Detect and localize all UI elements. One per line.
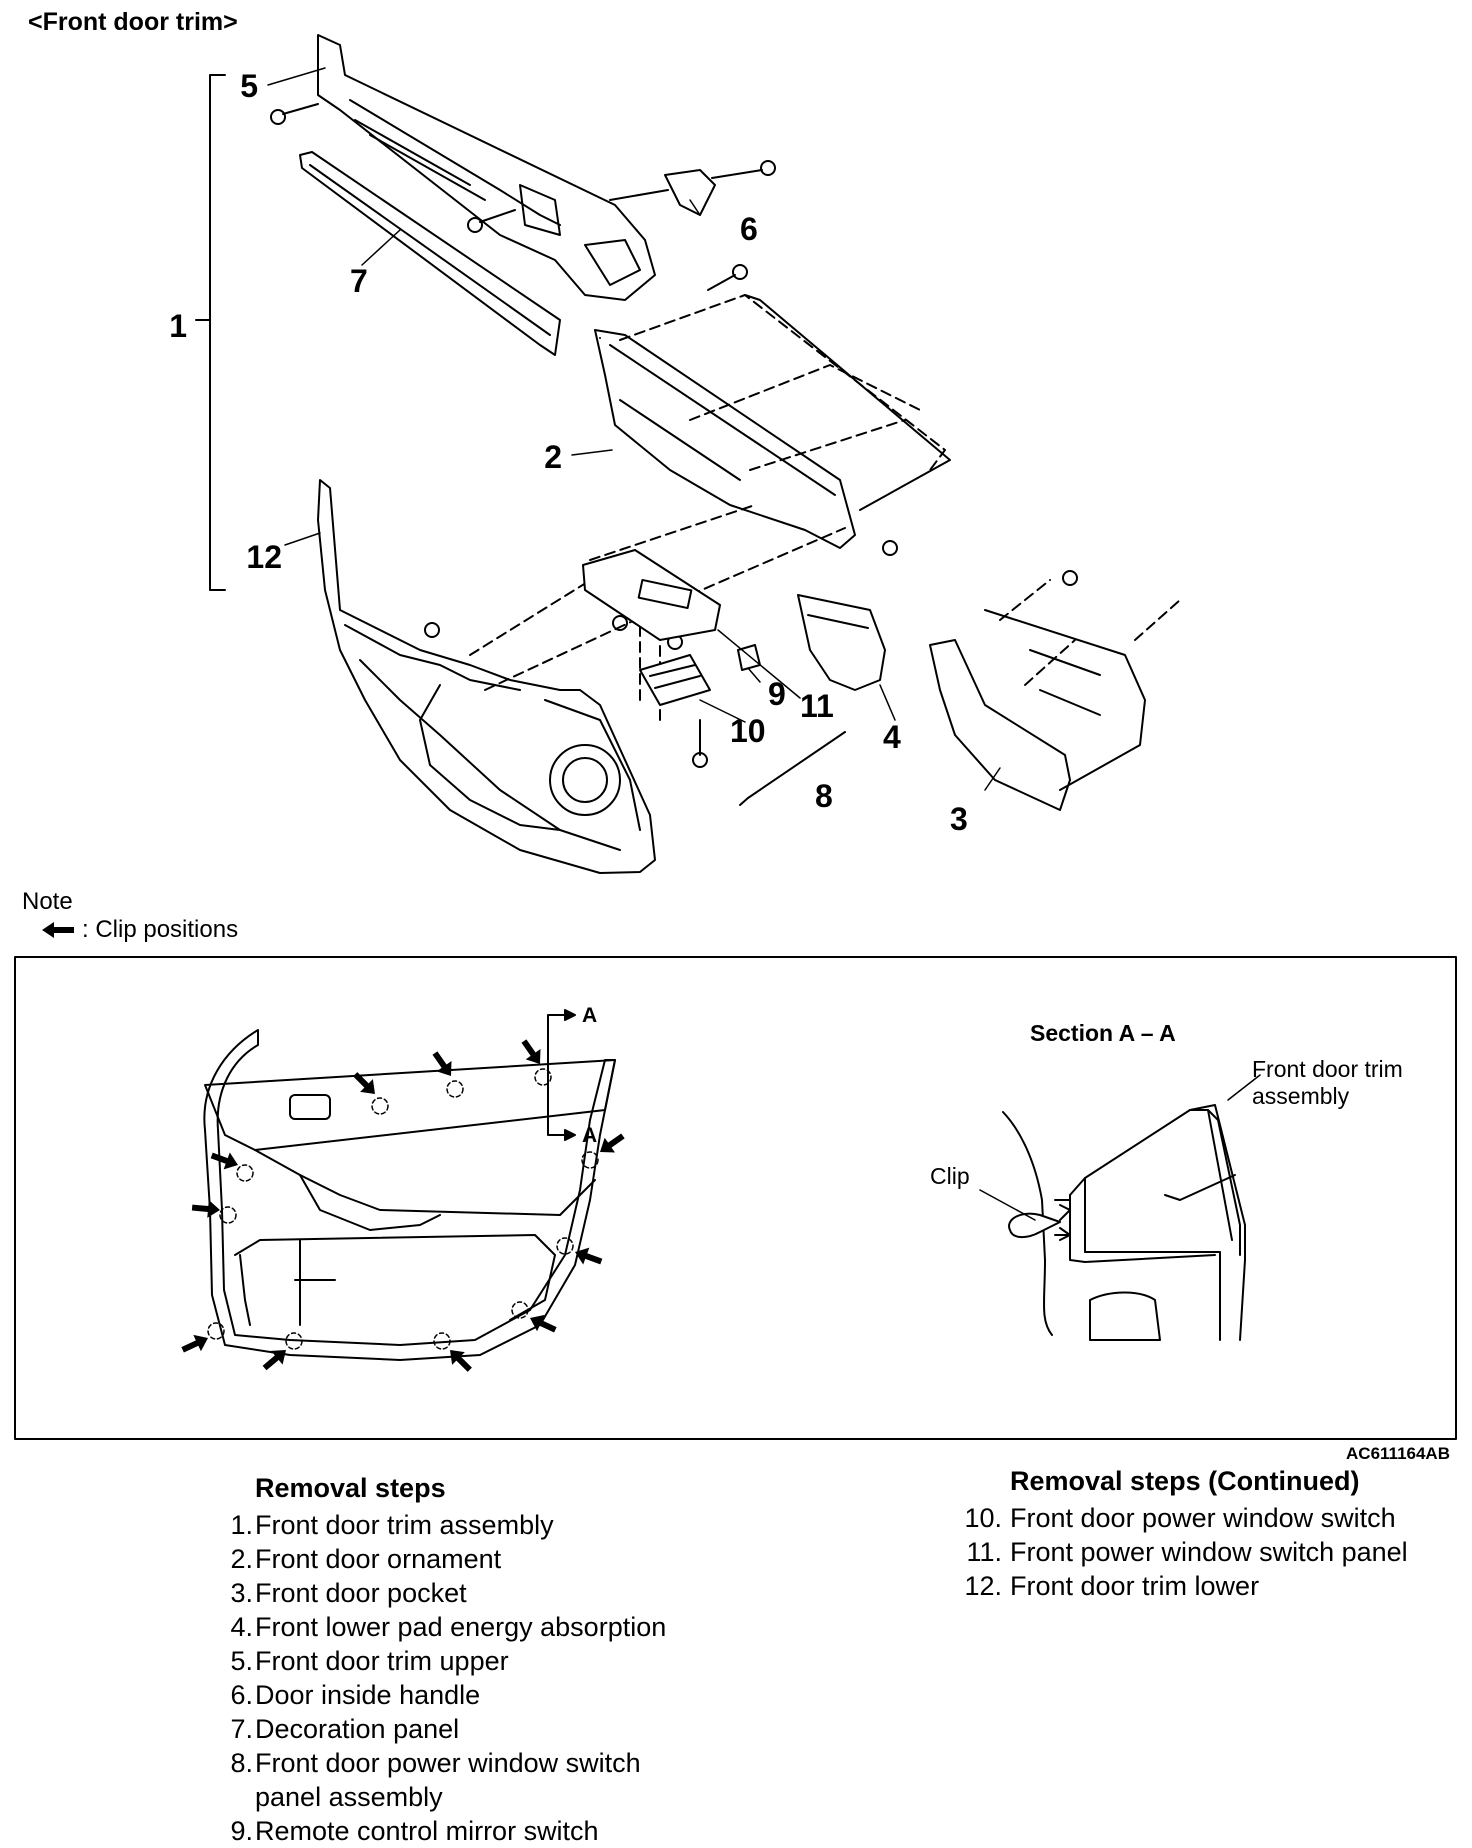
switch-panel-part	[582, 549, 721, 641]
clip-arrow-icon	[521, 1039, 541, 1064]
step-text: Front door pocket	[255, 1578, 467, 1608]
clip-position-door-outline	[203, 1029, 616, 1361]
step-item: 9.Remote control mirror switch	[205, 1814, 685, 1848]
step-number: 8.	[230, 1748, 253, 1778]
clip-arrow-icon	[600, 1133, 625, 1153]
step-text: Decoration panel	[255, 1714, 460, 1744]
step-item: 3.Front door pocket	[205, 1576, 685, 1610]
removal-steps: Removal steps 1.Front door trim assembly…	[205, 1473, 685, 1848]
trim-assembly-label-line-1: Front door trim	[1252, 1056, 1403, 1082]
step-number: 4.	[230, 1612, 253, 1642]
exploded-view-diagram: 5 6 7 1 2 12 9 11 10 4 8 3	[14, 34, 1457, 1440]
callout-4: 4	[883, 719, 901, 755]
step-number: 5.	[230, 1646, 253, 1676]
clip-arrow-icon	[530, 1314, 557, 1333]
clip-arrow-icon	[181, 1334, 208, 1353]
note-label: Note	[22, 888, 73, 915]
step-text: Front lower pad energy absorption	[255, 1612, 667, 1642]
callout-8: 8	[815, 778, 833, 814]
step-item: 12. Front door trim lower	[960, 1569, 1408, 1603]
step-number: 7.	[230, 1714, 253, 1744]
section-marker-bottom: A	[582, 1124, 597, 1147]
callout-6: 6	[740, 211, 758, 247]
door-ornament-part	[594, 329, 856, 549]
trim-assembly-label-line-2: assembly	[1252, 1083, 1350, 1109]
trim-assembly-label: Front door trim assembly	[1252, 1056, 1403, 1110]
clip-arrow-icon	[262, 1350, 286, 1371]
step-item: 7.Decoration panel	[205, 1712, 685, 1746]
assembly-bracket-8	[739, 731, 846, 806]
section-title: Section A – A	[1030, 1020, 1176, 1046]
step-text: Front door trim assembly	[255, 1510, 554, 1540]
trim-upper-part	[317, 34, 656, 301]
step-number: 11.	[966, 1537, 1002, 1567]
step-text: Front door ornament	[255, 1544, 502, 1574]
door-pocket-part	[929, 609, 1146, 811]
note-legend: : Clip positions	[42, 916, 238, 944]
decoration-panel-part	[299, 151, 561, 356]
step-text: Front power window switch panel	[1010, 1537, 1408, 1567]
step-number: 9.	[230, 1816, 253, 1846]
step-number: 12.	[964, 1571, 1002, 1601]
step-text: Front door power window switch	[1010, 1503, 1396, 1533]
step-number: 10.	[964, 1503, 1002, 1533]
step-item: 6.Door inside handle	[205, 1678, 685, 1712]
removal-steps-continued-title: Removal steps (Continued)	[1010, 1466, 1360, 1496]
step-number: 3.	[230, 1578, 253, 1608]
step-number: 2.	[230, 1544, 253, 1574]
ornament-outline-right	[744, 294, 951, 511]
step-item: 8.Front door power window switch panel a…	[205, 1746, 685, 1814]
door-inside-handle-part	[609, 169, 716, 216]
step-item: 5.Front door trim upper	[205, 1644, 685, 1678]
step-text: Front door trim lower	[1010, 1571, 1260, 1601]
callout-leaders	[267, 67, 1001, 791]
clip-position-markers	[207, 1068, 599, 1350]
clip-arrow-icon	[191, 1199, 220, 1218]
step-item: 4.Front lower pad energy absorption	[205, 1610, 685, 1644]
callout-11: 11	[800, 688, 834, 724]
callout-2: 2	[544, 439, 562, 475]
assembly-bracket-1	[195, 74, 226, 591]
removal-steps-continued-list: 10. Front door power window switch 11. Fro…	[960, 1501, 1408, 1603]
removal-steps-list: 1.Front door trim assembly 2.Front door …	[205, 1508, 685, 1848]
step-text: Front door power window switch panel ass…	[255, 1748, 641, 1812]
removal-steps-title: Removal steps	[255, 1473, 446, 1503]
callout-12: 12	[246, 539, 282, 575]
callout-10: 10	[730, 713, 766, 749]
callout-7: 7	[350, 263, 368, 299]
clip-arrow-icon	[432, 1051, 452, 1076]
step-text: Door inside handle	[255, 1680, 481, 1710]
clip-arrow-icon	[450, 1350, 472, 1372]
step-text: Remote control mirror switch	[255, 1816, 599, 1846]
clip-arrow-icon	[42, 922, 74, 938]
reference-code: AC611164AB	[1346, 1444, 1450, 1463]
step-text: Front door trim upper	[255, 1646, 509, 1676]
section-a-a-drawing	[979, 1074, 1261, 1341]
removal-steps-continued: Removal steps (Continued) 10. Front door …	[960, 1466, 1408, 1603]
clip-arrow-icon	[353, 1072, 375, 1094]
step-item: 2.Front door ornament	[205, 1542, 685, 1576]
step-item: 1.Front door trim assembly	[205, 1508, 685, 1542]
screws	[270, 103, 1078, 768]
page-title: <Front door trim>	[28, 8, 238, 36]
callout-5: 5	[240, 68, 258, 104]
section-cut-marker: A A	[547, 1004, 597, 1147]
power-window-switch-part	[639, 654, 711, 706]
note-legend-text: : Clip positions	[82, 916, 239, 943]
trim-lower-part	[317, 479, 656, 874]
step-number: 6.	[230, 1680, 253, 1710]
step-item: 10. Front door power window switch	[960, 1501, 1408, 1535]
step-number: 1.	[230, 1510, 253, 1540]
energy-absorption-pad-part	[797, 594, 886, 691]
clip-position-arrows	[181, 1039, 625, 1372]
clip-arrow-icon	[575, 1247, 603, 1265]
clip-detail-frame	[14, 956, 1457, 1440]
clip-arrow-icon	[210, 1152, 238, 1170]
clip-label: Clip	[930, 1163, 970, 1189]
section-marker-top: A	[582, 1004, 597, 1027]
callout-9: 9	[768, 676, 786, 712]
step-item: 11. Front power window switch panel	[960, 1535, 1408, 1569]
callout-3: 3	[950, 801, 968, 837]
callout-1: 1	[169, 308, 187, 344]
